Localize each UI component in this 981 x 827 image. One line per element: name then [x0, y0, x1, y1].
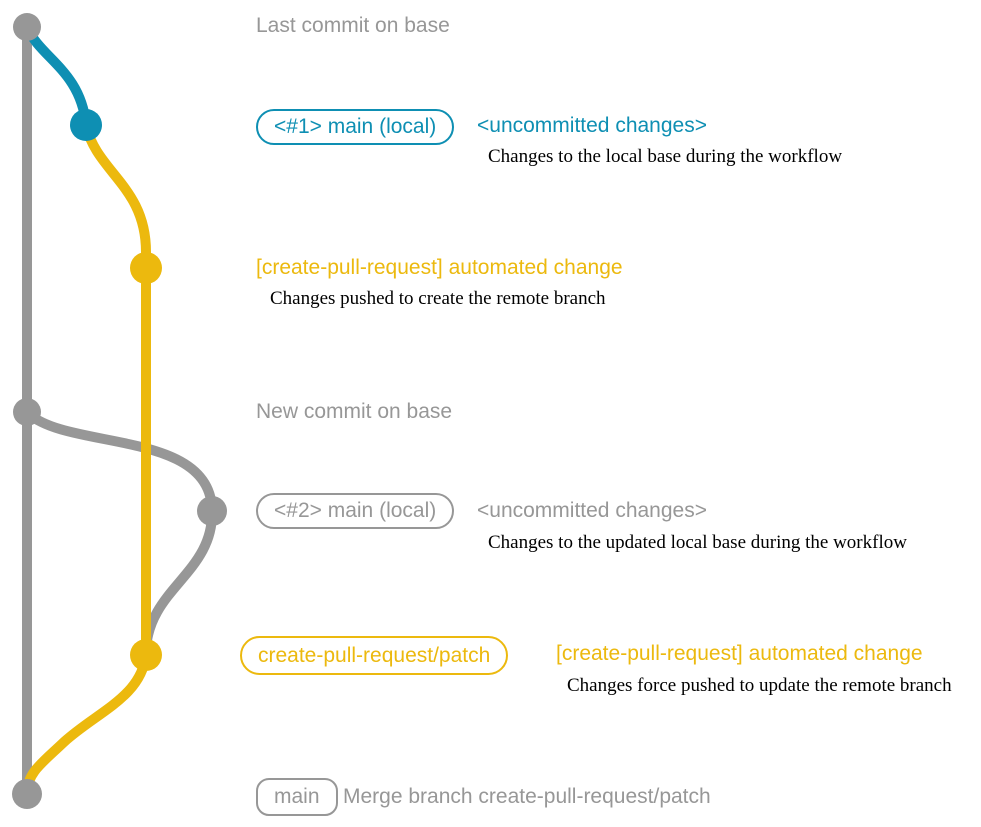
branch-badge-main: main [256, 778, 338, 816]
commit-dot-local-1 [70, 109, 102, 141]
commit-dot-patch-1 [130, 252, 162, 284]
commit-dot-patch-2 [130, 639, 162, 671]
last-commit-label: Last commit on base [256, 14, 450, 37]
patch-branch-curve [22, 120, 151, 797]
branch-badge-main-local-1: <#1> main (local) [256, 109, 455, 145]
local-branch-curve [22, 22, 91, 129]
commit-dot-merge [12, 779, 42, 809]
new-commit-label: New commit on base [256, 400, 453, 423]
uncommitted-changes-note-1: Changes to the local base during the wor… [488, 146, 843, 167]
uncommitted-changes-message-1: <uncommitted changes> [477, 114, 707, 137]
automated-change-message-2: [create-pull-request] automated change [556, 642, 923, 665]
branch-badge-main-local-2: <#2> main (local) [256, 493, 455, 529]
commit-dot-last-base [13, 13, 41, 41]
uncommitted-changes-message-2: <uncommitted changes> [477, 499, 707, 522]
base-rebase-curve [24, 409, 218, 656]
automated-change-message-1: [create-pull-request] automated change [256, 256, 623, 279]
uncommitted-changes-note-2: Changes to the updated local base during… [488, 532, 907, 553]
commit-dot-local-2 [197, 496, 227, 526]
branch-badge-patch: create-pull-request/patch [240, 636, 509, 675]
commit-dot-new-base [13, 398, 41, 426]
automated-change-note-1: Changes pushed to create the remote bran… [270, 288, 606, 309]
merge-commit-message: Merge branch create-pull-request/patch [343, 785, 711, 808]
automated-change-note-2: Changes force pushed to update the remot… [567, 675, 952, 696]
